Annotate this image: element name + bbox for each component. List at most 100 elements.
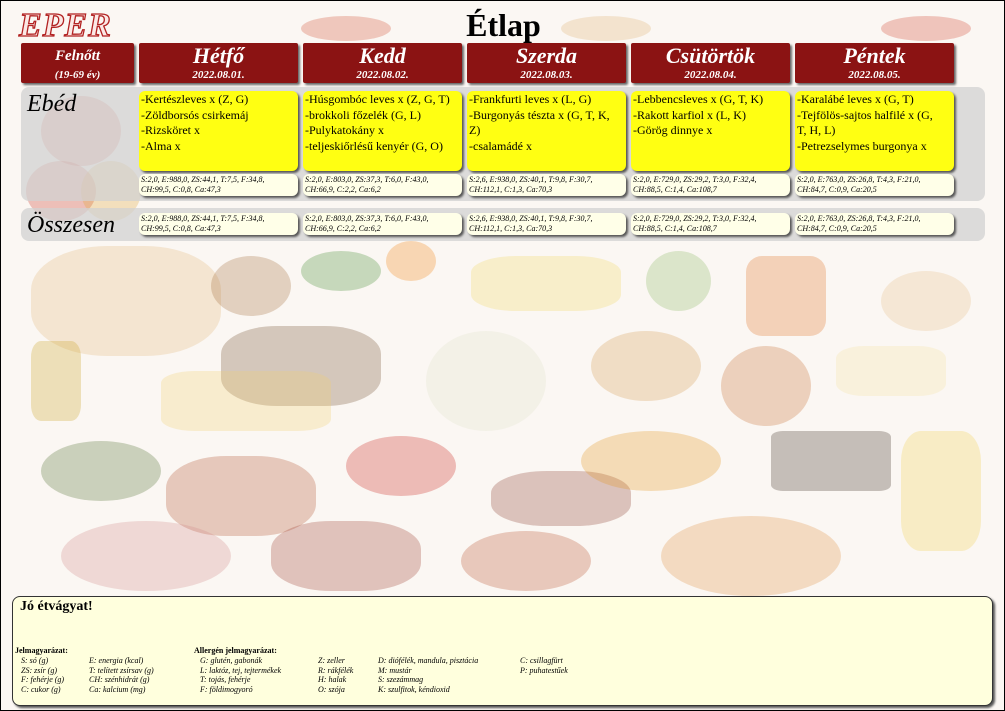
total-nutrition-monday: S:2,0, E:988,0, ZS:44,1, T:7,5, F:34,8, …: [139, 213, 298, 235]
legend-entry: M: mustár: [378, 665, 412, 675]
legend-entry: F: fehérje (g): [21, 675, 65, 684]
legend-entry: ZS: zsír (g): [21, 665, 58, 675]
greeting: Jó étvágyat!: [20, 599, 93, 614]
symbols-legend-title: Jelmagyarázat:: [15, 646, 68, 655]
nutrition-line: CH:66,9, C:2,2, Ca:6,2: [305, 224, 381, 233]
day-name: Kedd: [359, 43, 406, 68]
menu-item: -teljeskiőrlésű kenyér (G, O): [305, 138, 443, 153]
lunch-menu-thursday: -Lebbencsleves x (G, T, K) -Rakott karfi…: [631, 91, 790, 171]
lunch-row-label: Ebéd: [27, 91, 77, 117]
nutrition-line: CH:84,7, C:0,9, Ca:20,5: [797, 224, 877, 233]
day-date: 2022.08.03.: [520, 69, 573, 81]
legend-entry: H: halak: [318, 675, 347, 684]
legend-entry: Z: zeller: [318, 656, 345, 665]
age-group-header: Felnőtt (19-69 év): [21, 43, 134, 83]
legend-entry: Ca: kalcium (mg): [89, 684, 146, 694]
total-nutrition-thursday: S:2,0, E:729,0, ZS:29,2, T:3,0, F:32,4, …: [631, 213, 790, 235]
lunch-menu-tuesday: -Húsgombóc leves x (Z, G, T) -brokkoli f…: [303, 91, 462, 171]
legend-entry: E: energia (kcal): [89, 656, 144, 665]
nutrition-line: S:2,6, E:938,0, ZS:40,1, T:9,8, F:30,7,: [469, 214, 593, 223]
lunch-nutrition-tuesday: S:2,0, E:803,0, ZS:37,3, T:6,0, F:43,0, …: [303, 174, 462, 196]
legend-entry: L: laktóz, tej, tejtermékek: [200, 665, 282, 675]
legend-entry: C: cukor (g): [21, 684, 61, 694]
lunch-nutrition-thursday: S:2,0, E:729,0, ZS:29,2, T:3,0, F:32,4, …: [631, 174, 790, 196]
day-name: Csütörtök: [665, 43, 756, 68]
total-nutrition-wednesday: S:2,6, E:938,0, ZS:40,1, T:9,8, F:30,7, …: [467, 213, 626, 235]
nutrition-line: CH:84,7, C:0,9, Ca:20,5: [797, 185, 877, 194]
allergen-legend-column: D: diófélék, mandula, pisztácia M: mustá…: [378, 656, 478, 694]
day-date: 2022.08.02.: [356, 69, 409, 81]
menu-item: -Pulykatokány x: [305, 123, 384, 137]
allergen-legend-column: Z: zeller R: rákfélék H: halak O: szója: [318, 656, 353, 694]
day-name: Hétfő: [192, 43, 245, 68]
day-header-tuesday: Kedd 2022.08.02.: [303, 43, 462, 83]
age-group-range: (19-69 év): [54, 69, 101, 81]
menu-item: -Tejfölös-sajtos halfilé x (G,: [797, 107, 933, 122]
total-nutrition-friday: S:2,0, E:763,0, ZS:26,8, T:4,3, F:21,0, …: [795, 213, 954, 235]
menu-item: -Görög dinnye x: [633, 123, 713, 137]
menu-item: -brokkoli főzelék (G, L): [305, 107, 421, 122]
legend-entry: D: diófélék, mandula, pisztácia: [378, 656, 479, 665]
nutrition-line: S:2,0, E:763,0, ZS:26,8, T:4,3, F:21,0,: [797, 214, 921, 223]
day-header-friday: Péntek 2022.08.05.: [795, 43, 954, 83]
allergen-legend-column: G: glutén, gabonák L: laktóz, tej, tejte…: [200, 656, 281, 694]
legend-entry: P: puhatestűek: [520, 665, 568, 675]
legend-entry: C: csillagfürt: [520, 656, 563, 665]
nutrition-line: S:2,0, E:803,0, ZS:37,3, T:6,0, F:43,0,: [305, 175, 429, 184]
nutrition-line: CH:66,9, C:2,2, Ca:6,2: [305, 185, 381, 194]
footer-panel: Jó étvágyat! Jelmagyarázat: S: só (g) ZS…: [12, 596, 993, 706]
nutrition-line: S:2,0, E:803,0, ZS:37,3, T:6,0, F:43,0,: [305, 214, 429, 223]
menu-item: T, H, L): [797, 123, 836, 137]
page-title: Étlap: [466, 7, 541, 43]
legend-entry: CH: szénhidrát (g): [89, 675, 150, 684]
allergen-legend-title: Allergén jelmagyarázat:: [194, 646, 277, 655]
menu-item: -Burgonyás tészta x (G, T, K,: [469, 107, 610, 122]
menu-item: -Karalábé leves x (G, T): [797, 92, 914, 106]
menu-item: -Alma x: [141, 138, 181, 153]
menu-item: -Lebbencsleves x (G, T, K): [633, 92, 764, 106]
nutrition-line: S:2,0, E:729,0, ZS:29,2, T:3,0, F:32,4,: [633, 175, 757, 184]
day-name: Péntek: [843, 43, 906, 68]
day-name: Szerda: [515, 43, 578, 68]
legend-entry: R: rákfélék: [318, 665, 354, 675]
day-date: 2022.08.01.: [192, 69, 245, 81]
legend-entry: K: szulfitok, kéndioxid: [378, 684, 450, 694]
legend-entry: T: telített zsírsav (g): [89, 665, 154, 675]
legend-entry: G: glutén, gabonák: [200, 656, 262, 665]
nutrition-line: S:2,0, E:729,0, ZS:29,2, T:3,0, F:32,4,: [633, 214, 757, 223]
day-date: 2022.08.04.: [684, 69, 737, 81]
lunch-nutrition-friday: S:2,0, E:763,0, ZS:26,8, T:4,3, F:21,0, …: [795, 174, 954, 196]
symbols-legend-column: E: energia (kcal) T: telített zsírsav (g…: [89, 656, 154, 694]
menu-item: -Frankfurti leves x (L, G): [469, 92, 592, 106]
lunch-menu-monday: -Kertészleves x (Z, G) -Zöldborsós csirk…: [139, 91, 298, 171]
allergen-legend-column: C: csillagfürt P: puhatestűek: [520, 656, 568, 675]
nutrition-line: S:2,0, E:988,0, ZS:44,1, T:7,5, F:34,8,: [141, 175, 265, 184]
day-date: 2022.08.05.: [848, 69, 901, 81]
legend-entry: S: só (g): [21, 656, 49, 665]
nutrition-line: S:2,0, E:988,0, ZS:44,1, T:7,5, F:34,8,: [141, 214, 265, 223]
lunch-menu-friday: -Karalábé leves x (G, T) -Tejfölös-sajto…: [795, 91, 954, 171]
menu-item: -Petrezselymes burgonya x: [797, 138, 927, 153]
day-header-thursday: Csütörtök 2022.08.04.: [631, 43, 790, 83]
eper-logo: EPER: [18, 6, 112, 44]
menu-item: -Zöldborsós csirkemáj: [141, 107, 249, 122]
menu-item: -Húsgombóc leves x (Z, G, T): [305, 92, 450, 106]
nutrition-line: CH:99,5, C:0,8, Ca:47,3: [141, 185, 221, 194]
nutrition-line: CH:88,5, C:1,4, Ca:108,7: [633, 224, 717, 233]
nutrition-line: CH:112,1, C:1,3, Ca:70,3: [469, 224, 553, 233]
legend-entry: F: földimogyoró: [200, 684, 253, 694]
lunch-nutrition-monday: S:2,0, E:988,0, ZS:44,1, T:7,5, F:34,8, …: [139, 174, 298, 196]
menu-item: -csalamádé x: [469, 138, 532, 153]
legend-entry: O: szója: [318, 684, 345, 694]
symbols-legend-column: S: só (g) ZS: zsír (g) F: fehérje (g) C:…: [21, 656, 64, 694]
nutrition-line: CH:99,5, C:0,8, Ca:47,3: [141, 224, 221, 233]
nutrition-line: CH:88,5, C:1,4, Ca:108,7: [633, 185, 717, 194]
nutrition-line: CH:112,1, C:1,3, Ca:70,3: [469, 185, 553, 194]
total-nutrition-tuesday: S:2,0, E:803,0, ZS:37,3, T:6,0, F:43,0, …: [303, 213, 462, 235]
lunch-menu-wednesday: -Frankfurti leves x (L, G) -Burgonyás té…: [467, 91, 626, 171]
menu-item: -Rakott karfiol x (L, K): [633, 107, 746, 122]
legend-entry: S: szezámmag: [378, 675, 424, 684]
menu-item: Z): [469, 123, 481, 137]
legend-entry: T: tojás, fehérje: [200, 675, 251, 684]
